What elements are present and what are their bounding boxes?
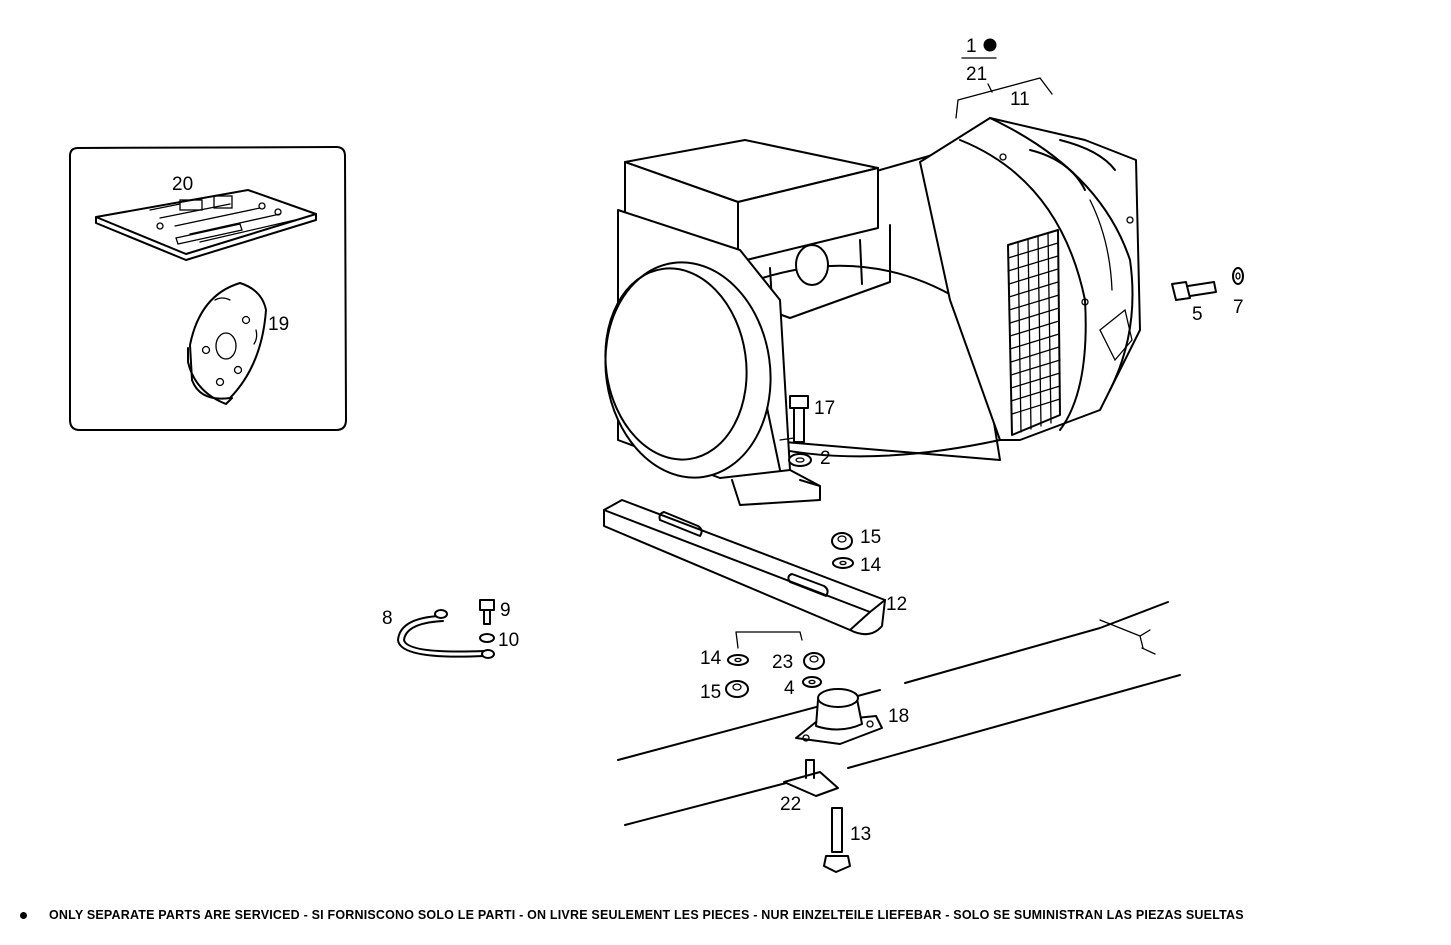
callout-2: 2 (820, 448, 831, 469)
part-9-screw (479, 599, 495, 625)
callout-21: 21 (966, 64, 987, 85)
footer-note: ONLY SEPARATE PARTS ARE SERVICED - SI FO… (20, 904, 1440, 926)
callout-15-upper: 15 (860, 527, 881, 548)
callout-18: 18 (888, 706, 909, 727)
callout-8: 8 (382, 608, 393, 629)
part-17-bolt (779, 395, 809, 443)
part-15-nut-lower (725, 680, 749, 698)
bullet-dot (20, 911, 27, 919)
part-14-washer-lower (727, 654, 749, 666)
base-frame-rails (617, 601, 1181, 826)
callout-4: 4 (784, 678, 795, 699)
callout-15-lower: 15 (700, 682, 721, 703)
part-10-washer (479, 633, 495, 643)
part-23-nut (803, 652, 825, 670)
callout-14-lower: 14 (700, 648, 722, 669)
callout-23: 23 (772, 652, 793, 673)
part-15-nut-upper (831, 532, 853, 550)
part-19-adapter-plate (187, 282, 267, 405)
part-7-washer (1232, 267, 1244, 285)
part-4-washer (802, 676, 822, 688)
part-20-circuit-board (95, 189, 317, 261)
part-13-long-bolt (823, 807, 851, 873)
part-5-bolt (1171, 281, 1217, 301)
generator-assembly (604, 117, 1141, 506)
part-18-rubber-mount (795, 688, 883, 745)
callout-1: 1 (966, 36, 977, 57)
callout-13: 13 (850, 824, 871, 845)
callout-19: 19 (268, 314, 289, 335)
callout-11: 11 (1010, 89, 1030, 110)
part-8-earth-cable (397, 609, 495, 659)
callout-14-upper: 14 (860, 555, 882, 576)
callout-12: 12 (886, 594, 907, 615)
callout-10: 10 (498, 630, 519, 651)
leader-bracket-21 (955, 77, 1053, 119)
callout-7: 7 (1233, 297, 1244, 318)
serviced-parts-dot (983, 38, 997, 52)
callout-9: 9 (500, 600, 511, 621)
callout-17: 17 (814, 398, 835, 419)
inset-panel (69, 146, 347, 431)
part-14-washer-upper (832, 557, 854, 569)
part-12-mounting-bar (603, 499, 886, 649)
part-22-stud-plate (783, 759, 839, 797)
part-2-washer (788, 453, 812, 467)
callout-20: 20 (172, 174, 193, 195)
footer-note-text: ONLY SEPARATE PARTS ARE SERVICED - SI FO… (49, 908, 1244, 922)
callout-22: 22 (780, 794, 801, 815)
callout-5: 5 (1192, 304, 1203, 325)
grille-lines (1007, 232, 1061, 433)
